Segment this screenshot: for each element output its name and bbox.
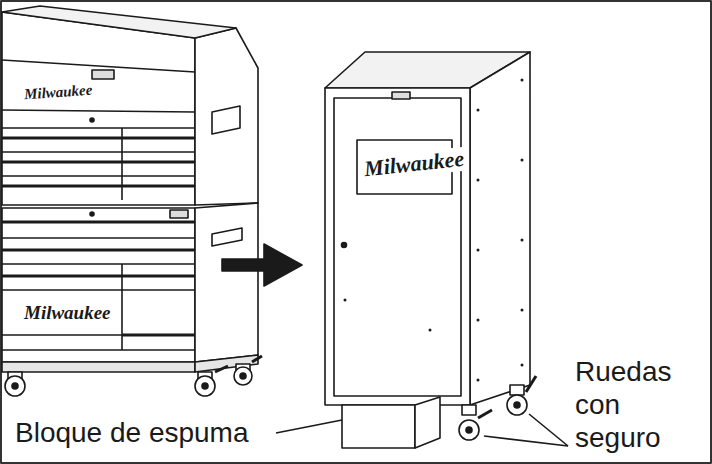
part-label: Bloque de espuma [15, 416, 249, 449]
leader-lines [276, 414, 568, 446]
part-label: Ruedas con seguro [575, 355, 672, 454]
tool-chest [2, 6, 262, 396]
brand-logo: Milwaukee [22, 303, 113, 324]
side-locker [325, 52, 536, 448]
direction-arrow [222, 244, 302, 286]
